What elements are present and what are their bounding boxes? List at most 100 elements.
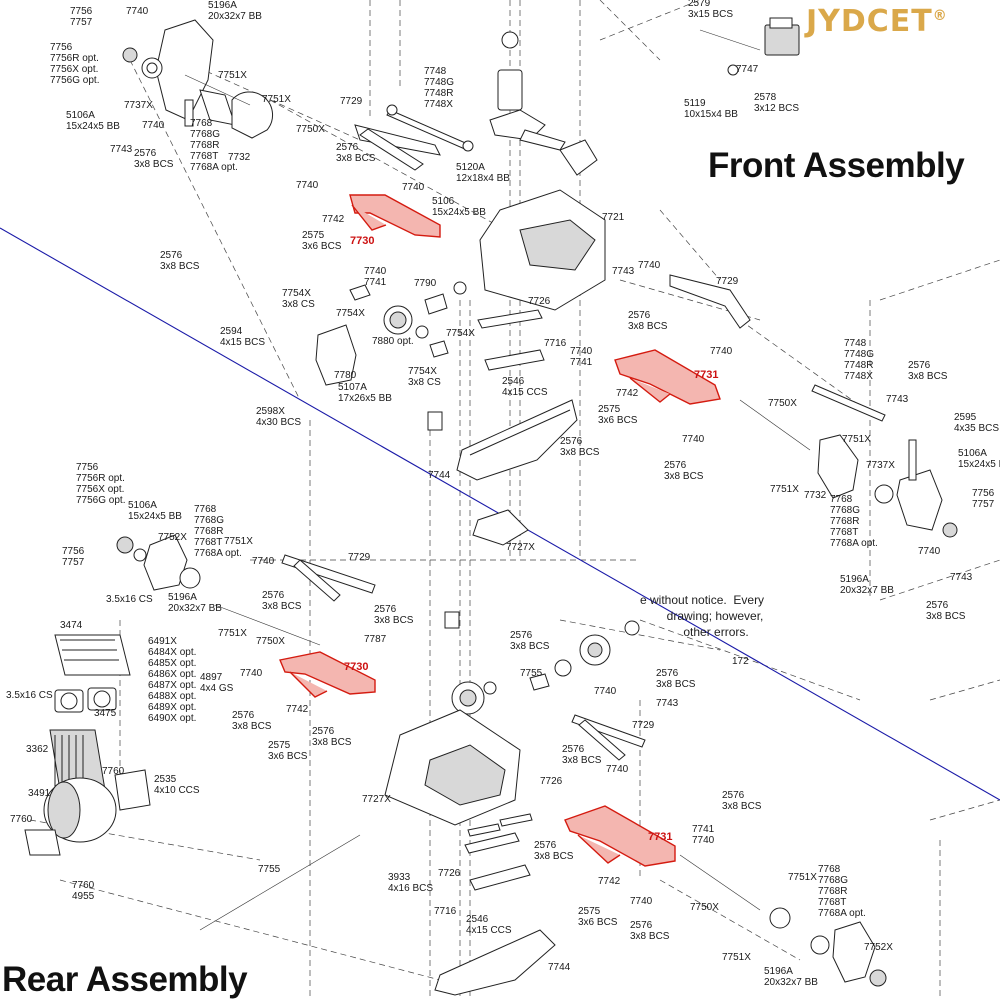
callout-line: 7768R xyxy=(194,526,223,537)
callout-line: 2575 xyxy=(268,740,291,751)
callout-label-c15: 7729 xyxy=(340,96,363,107)
callout-label-c71: 7743 xyxy=(950,572,973,583)
callout-line: 7790 xyxy=(414,278,437,289)
callout-line: 7756 xyxy=(972,488,995,499)
callout-line: 7768R xyxy=(830,516,859,527)
callout-line: 7737X xyxy=(866,460,895,471)
callout-line: 7727X xyxy=(506,542,535,553)
callout-line: 3491 xyxy=(28,788,51,799)
callout-label-c69: 7740 xyxy=(918,546,941,557)
callout-line: 2576 xyxy=(722,790,745,801)
callout-label-c131: 7752X xyxy=(864,942,893,953)
callout-line: 7741 xyxy=(364,277,387,288)
callout-line: 7768 xyxy=(194,504,217,515)
callout-line: 7880 opt. xyxy=(372,336,414,347)
callout-line: 4x15 CCS xyxy=(502,387,548,398)
callout-label-c107: 3491 xyxy=(28,788,51,799)
front-assembly-title: Front Assembly xyxy=(708,146,965,185)
callout-line: 7748X xyxy=(424,99,453,110)
callout-label-c41: 7716 xyxy=(544,338,567,349)
callout-label-c102: 7743 xyxy=(656,698,679,709)
callout-line: 17x26x5 BB xyxy=(338,393,392,404)
callout-line: 5120A xyxy=(456,162,485,173)
callout-line: 7768G xyxy=(818,875,848,886)
callout-line: 7768A opt. xyxy=(194,548,242,559)
callout-line: 7768A opt. xyxy=(830,538,878,549)
callout-line: 20x32x7 BB xyxy=(208,11,262,22)
callout-line: 3x8 BCS xyxy=(562,755,602,766)
callout-line: 7768R xyxy=(190,140,219,151)
callout-line: 4x4 GS xyxy=(200,683,234,694)
callout-line: 5119 xyxy=(684,98,706,109)
callout-line: 5106 xyxy=(432,196,455,207)
callout-line: 7768G xyxy=(830,505,860,516)
red-part-number: 7730 xyxy=(350,235,374,247)
callout-line: 6491X xyxy=(148,636,177,647)
callout-label-c103: 7729 xyxy=(632,720,655,731)
callout-line: 5106A xyxy=(958,448,987,459)
callout-line: 3x8 BCS xyxy=(926,611,966,622)
callout-line: 3x6 BCS xyxy=(302,241,342,252)
callout-line: 7750X xyxy=(296,124,325,135)
callout-line: 3x8 BCS xyxy=(232,721,272,732)
callout-line: 7755 xyxy=(258,864,281,875)
callout-line: 7740 xyxy=(594,686,617,697)
callout-label-c126: 7740 xyxy=(630,896,653,907)
callout-label-c113: 7760 xyxy=(10,814,33,825)
callout-line: 7752X xyxy=(864,942,893,953)
callout-label-c14: 7750X xyxy=(296,124,325,135)
callout-line: 7721 xyxy=(602,212,625,223)
callout-line: 7760 xyxy=(72,880,95,891)
callout-line: 7751X xyxy=(722,952,751,963)
callout-line: 6484X opt. xyxy=(148,647,196,658)
callout-line: 3x8 BCS xyxy=(160,261,200,272)
callout-line: 3x8 BCS xyxy=(656,679,696,690)
callout-line: 7743 xyxy=(110,144,133,155)
callout-line: 7743 xyxy=(886,394,909,405)
callout-line: 5107A xyxy=(338,382,367,393)
callout-line: 2576 xyxy=(374,604,397,615)
callout-line: 15x24x5 BB xyxy=(958,459,1000,470)
callout-line: 2578 xyxy=(754,92,777,103)
callout-line: 6488X opt. xyxy=(148,691,196,702)
red-part-number: 7730 xyxy=(344,661,368,673)
callout-line: 7768 xyxy=(190,118,213,129)
callout-line: 7740 xyxy=(570,346,593,357)
callout-line: 7768G xyxy=(190,129,220,140)
callout-line: 7740 xyxy=(692,835,715,846)
callout-line: 3x8 CS xyxy=(282,299,315,310)
callout-line: 7751X xyxy=(788,872,817,883)
callout-line: 3.5x16 CS xyxy=(6,690,53,701)
rear-assembly-title: Rear Assembly xyxy=(2,960,248,999)
callout-line: 7751X xyxy=(842,434,871,445)
callout-line: 3x6 BCS xyxy=(598,415,638,426)
callout-line: 2576 xyxy=(534,840,557,851)
callout-line: 7756G opt. xyxy=(50,75,99,86)
callout-line: 4x15 CCS xyxy=(466,925,512,936)
callout-label-c129: 7751X xyxy=(722,952,751,963)
callout-line: 7748G xyxy=(844,349,874,360)
rear-lower-arm-7731 xyxy=(564,805,676,867)
callout-line: 7729 xyxy=(716,276,739,287)
callout-line: 3x8 BCS xyxy=(534,851,574,862)
callout-line: 7732 xyxy=(228,152,251,163)
callout-line: 2576 xyxy=(656,668,679,679)
callout-line: 4x16 BCS xyxy=(388,883,433,894)
callout-line: 7760 xyxy=(102,766,125,777)
callout-line: 2598X xyxy=(256,406,285,417)
callout-line: 7743 xyxy=(612,266,635,277)
callout-label-c12: 7732 xyxy=(228,152,251,163)
